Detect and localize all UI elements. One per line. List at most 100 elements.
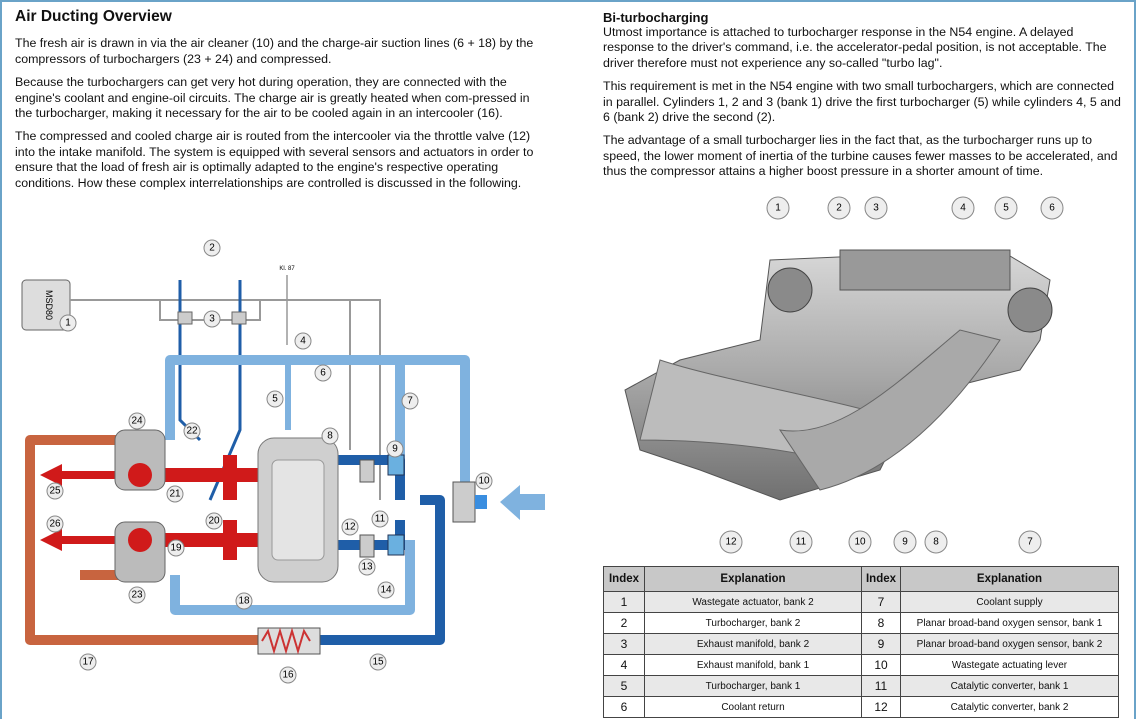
callout-number: 13 xyxy=(358,558,376,576)
callout-label: 26 xyxy=(49,519,61,530)
callout-label: 5 xyxy=(272,394,278,405)
explanation-cell: Catalytic converter, bank 2 xyxy=(900,696,1119,718)
callout-label: 21 xyxy=(169,489,181,500)
callout-label: 1 xyxy=(775,203,781,214)
callout-number: 5 xyxy=(266,390,284,408)
callout-number: 21 xyxy=(166,485,184,503)
callout-number: 4 xyxy=(294,332,312,350)
section-title: Bi-turbocharging xyxy=(603,10,709,25)
callout-label: 1 xyxy=(65,318,71,329)
callout-number: 8 xyxy=(924,530,948,554)
callout-number: 17 xyxy=(79,653,97,671)
callout-number: 7 xyxy=(401,392,419,410)
callout-number: 10 xyxy=(848,530,872,554)
table-header-row: Index Explanation Index Explanation xyxy=(603,566,1119,592)
callout-label: 4 xyxy=(300,336,306,347)
explanation-cell: Coolant supply xyxy=(900,591,1119,613)
callout-number: 8 xyxy=(321,427,339,445)
ecu-icon: MSD80 xyxy=(21,279,71,331)
explanation-cell: Turbocharger, bank 1 xyxy=(644,675,862,697)
column-header: Index xyxy=(603,566,645,592)
column-header: Index xyxy=(861,566,901,592)
callout-number: 9 xyxy=(893,530,917,554)
callout-label: 7 xyxy=(407,396,413,407)
callout-number: 7 xyxy=(1018,530,1042,554)
callout-label: 14 xyxy=(380,585,392,596)
callout-label: 17 xyxy=(82,657,94,668)
callout-label: 22 xyxy=(186,426,198,437)
index-cell: 11 xyxy=(861,675,901,697)
index-cell: 3 xyxy=(603,633,645,655)
index-cell: 1 xyxy=(603,591,645,613)
callout-number: 24 xyxy=(128,412,146,430)
callout-label: 4 xyxy=(960,203,966,214)
index-cell: 2 xyxy=(603,612,645,634)
callout-label: 6 xyxy=(1049,203,1055,214)
callout-label: 5 xyxy=(1003,203,1009,214)
explanation-cell: Turbocharger, bank 2 xyxy=(644,612,862,634)
callout-label: 18 xyxy=(238,596,250,607)
callout-number: 22 xyxy=(183,422,201,440)
callout-label: 9 xyxy=(392,444,398,455)
callout-number: 2 xyxy=(827,196,851,220)
callout-label: 8 xyxy=(327,431,333,442)
callout-number: 14 xyxy=(377,581,395,599)
paragraph: The advantage of a small turbocharger li… xyxy=(603,133,1118,179)
callout-number: 15 xyxy=(369,653,387,671)
callout-label: 10 xyxy=(478,476,490,487)
callout-label: 3 xyxy=(873,203,879,214)
index-cell: 6 xyxy=(603,696,645,718)
left-column: Air Ducting Overview The fresh air is dr… xyxy=(15,9,545,199)
ecu-label: MSD80 xyxy=(44,290,54,320)
callout-label: 13 xyxy=(361,562,373,573)
callout-label: 2 xyxy=(836,203,842,214)
callout-number: 2 xyxy=(203,239,221,257)
paragraph: Because the turbochargers can get very h… xyxy=(15,75,530,121)
callout-number: 9 xyxy=(386,440,404,458)
callout-number: 10 xyxy=(475,472,493,490)
callout-number: 18 xyxy=(235,592,253,610)
callout-label: 24 xyxy=(131,416,143,427)
callout-label: 8 xyxy=(933,537,939,548)
callout-label: 9 xyxy=(902,537,908,548)
intercooler-icon xyxy=(257,627,321,655)
terminal-label: Kl. 87 xyxy=(279,266,295,272)
callout-label: 15 xyxy=(372,657,384,668)
air-ducting-diagram: MSD80 Kl. 87 123456789101112131415161718… xyxy=(21,239,545,684)
turbocharger-icon xyxy=(114,521,166,583)
paragraph: Utmost importance is attached to turboch… xyxy=(603,25,1107,70)
paragraph: The fresh air is drawn in via the air cl… xyxy=(15,36,534,66)
explanation-cell: Planar broad-band oxygen sensor, bank 1 xyxy=(900,612,1119,634)
callout-number: 4 xyxy=(951,196,975,220)
callout-label: 25 xyxy=(49,486,61,497)
explanation-cell: Catalytic converter, bank 1 xyxy=(900,675,1119,697)
callout-number: 3 xyxy=(864,196,888,220)
callout-label: 12 xyxy=(725,537,737,548)
callout-number: 19 xyxy=(167,539,185,557)
index-cell: 12 xyxy=(861,696,901,718)
turbocharger-icon xyxy=(114,429,166,491)
callout-label: 19 xyxy=(170,543,182,554)
callout-label: 12 xyxy=(344,522,356,533)
callout-number: 6 xyxy=(1040,196,1064,220)
explanation-cell: Planar broad-band oxygen sensor, bank 2 xyxy=(900,633,1119,655)
callout-number: 3 xyxy=(203,310,221,328)
column-header: Explanation xyxy=(900,566,1119,592)
callout-number: 11 xyxy=(789,530,813,554)
callout-label: 6 xyxy=(320,368,326,379)
index-cell: 10 xyxy=(861,654,901,676)
callout-label: 23 xyxy=(131,590,143,601)
callout-label: 16 xyxy=(282,670,294,681)
callout-number: 5 xyxy=(994,196,1018,220)
callout-number: 11 xyxy=(371,510,389,528)
explanation-cell: Exhaust manifold, bank 1 xyxy=(644,654,862,676)
callout-label: 10 xyxy=(854,537,866,548)
